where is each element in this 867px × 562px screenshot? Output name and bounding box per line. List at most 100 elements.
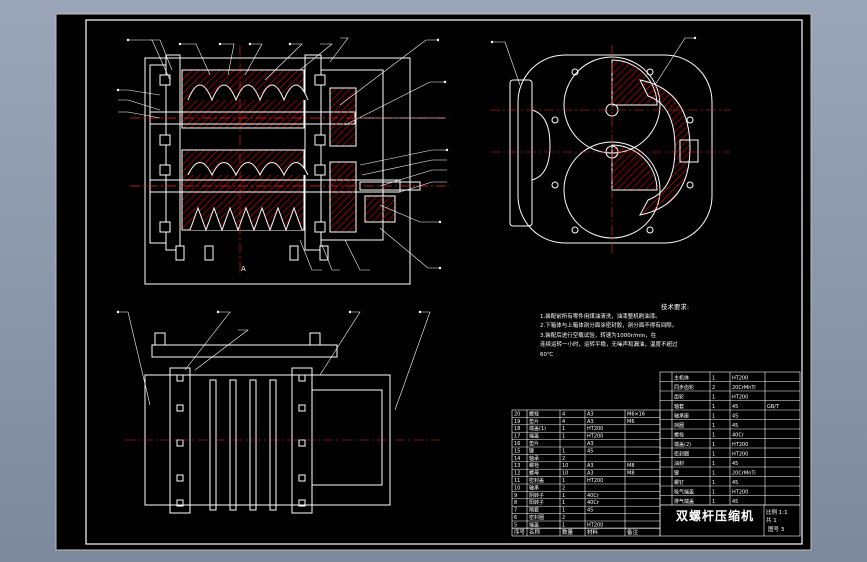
bom-left-cell: 端盖(1) (529, 425, 546, 432)
bom-right-cell: 1 (712, 452, 715, 458)
bom-right-cell: 齿轮 (674, 394, 684, 401)
bom-right-cell: 轴套 (674, 403, 684, 410)
bom-left-cell: 45 (587, 508, 593, 514)
bom-right-cell: 1 (712, 471, 715, 477)
bom-left-cell: 20 (514, 411, 520, 417)
bom-left-cell: A3 (587, 441, 594, 447)
bom-right-cell: GB/T (767, 404, 780, 410)
bom-right-cell: 螺栓 (674, 432, 684, 439)
leader-dots-top (116, 38, 449, 270)
end-view-bracket (531, 109, 551, 181)
bom-left-cell: 2 (562, 515, 565, 521)
sectional-view: A (116, 37, 450, 285)
bom-left-cell: 4 (562, 419, 565, 425)
bom-right-cell: HT200 (732, 376, 748, 382)
bom-left-cell: 1 (562, 478, 565, 484)
bom-right-cell: 吸气端盖 (674, 489, 694, 496)
bom-left-cell: 隔套 (529, 507, 539, 514)
mount-foot-left (154, 332, 166, 346)
bom-left-cell: A3 (587, 463, 594, 469)
bom-left-cell: 10 (514, 485, 520, 491)
bom-row-lines-right (660, 381, 800, 506)
bom-right-cell: 键 (674, 470, 679, 477)
bom-right-cell: 轴承座 (674, 413, 689, 420)
bom-left-cell: HT200 (587, 434, 603, 440)
bom-right-cell: 1 (712, 395, 715, 401)
drawing-border (85, 19, 803, 545)
bom-left-cell: 11 (514, 478, 520, 484)
bom-left-cell: 1 (562, 493, 565, 499)
bom-right-cell: HT200 (732, 490, 748, 496)
bom-right-cell: 油封 (674, 460, 684, 467)
bom-left-cell: 1 (562, 500, 565, 506)
bom-left-cell: 1 (562, 434, 565, 440)
bom-left-cell: 18 (514, 426, 520, 432)
bom-left-cell: 轴承 (529, 455, 539, 462)
bom-left-cell: M8 (627, 471, 635, 477)
bom-right-cell: 40Cr (732, 433, 745, 439)
left-flange-ext (169, 367, 191, 514)
bom-left-cell: 40Cr (587, 500, 600, 506)
ext-leaders (118, 311, 431, 411)
bom-left-cell: 1 (562, 508, 565, 514)
bom-left-cell: 密封圈 (529, 514, 544, 521)
bom-right-cell: 20CrMnTi (732, 471, 756, 477)
bearing-lower (364, 195, 396, 223)
bom-right-cell: 1 (712, 423, 715, 429)
bom-right-cell: 端盖(2) (674, 441, 691, 448)
end-view (490, 36, 730, 255)
lower-rotor-thread (187, 162, 309, 177)
bom-right-cell: HT200 (732, 442, 748, 448)
top-mount-plate (151, 344, 338, 358)
mount-foot-right (309, 332, 321, 346)
upper-rotor-thread (187, 84, 309, 102)
drawing-sheet (55, 13, 812, 551)
bom-left-cell: 1 (562, 448, 565, 454)
bom-right-cell: 1 (712, 461, 715, 467)
bom-left-cell: 12 (514, 471, 520, 477)
bom-left-cell: 5 (514, 522, 517, 528)
note-line-3: 3.装配后进行空载试验，转速为1000r/min，在 (540, 332, 657, 339)
bom-right-cell: 1 (712, 404, 715, 410)
bom-left-cell: A3 (587, 471, 594, 477)
bom-right-cell: 1 (712, 376, 715, 382)
bom-left-cell: 垫片 (529, 440, 539, 447)
bom-right-cell: HT200 (732, 395, 748, 401)
bom-header-cell: 名称 (529, 528, 541, 536)
bom-left-cell: 螺栓 (529, 410, 539, 417)
outlet-port-hatch (639, 79, 691, 216)
bom-left-cell: A3 (587, 419, 594, 425)
bom-left-cell: 阴转子 (529, 492, 544, 499)
note-line-5: 60℃ (540, 351, 554, 358)
bom-left-cell: 密封盖 (529, 477, 544, 484)
sync-gear-upper (329, 87, 357, 147)
bom-left-cell: 15 (514, 448, 520, 454)
bom-left-cell: 端盖 (529, 433, 539, 440)
bom-right-cell: 20CrMnTi (732, 385, 756, 391)
bom-right-cell: 1 (712, 442, 715, 448)
bom-left-cell: 轴承 (529, 484, 539, 491)
bom-right-cell: 1 (712, 480, 715, 486)
bom-left-cell: 9 (514, 493, 517, 499)
bom-right-cell: 挡圈 (674, 422, 684, 429)
bom-left-cell: 19 (514, 419, 520, 425)
bom-header-cell: 数量 (562, 528, 574, 536)
bom-left-cell: 1 (562, 426, 565, 432)
bom-right-cell: 主机体 (674, 375, 689, 382)
bom-left-cell: 40Cr (587, 493, 600, 499)
bom-left-cell: M8 (627, 463, 635, 469)
bom-right-cell: 45 (732, 404, 738, 410)
sheet-number-label: 图号 3 (768, 527, 785, 533)
bom-left-cell: 6 (514, 515, 517, 521)
notes-heading: 技术要求: (660, 303, 690, 311)
bom-left-cell: 14 (514, 456, 520, 462)
bom-left-cell: 2 (562, 456, 565, 462)
bom-left-cell: 16 (514, 441, 520, 447)
bom-right-cell: 45 (732, 480, 738, 486)
left-endplate (165, 54, 181, 251)
gear-cover (320, 69, 384, 241)
sync-gear-lower (329, 161, 357, 233)
end-view-leader-dots (490, 36, 697, 44)
bom-left-cell: HT200 (587, 478, 603, 484)
